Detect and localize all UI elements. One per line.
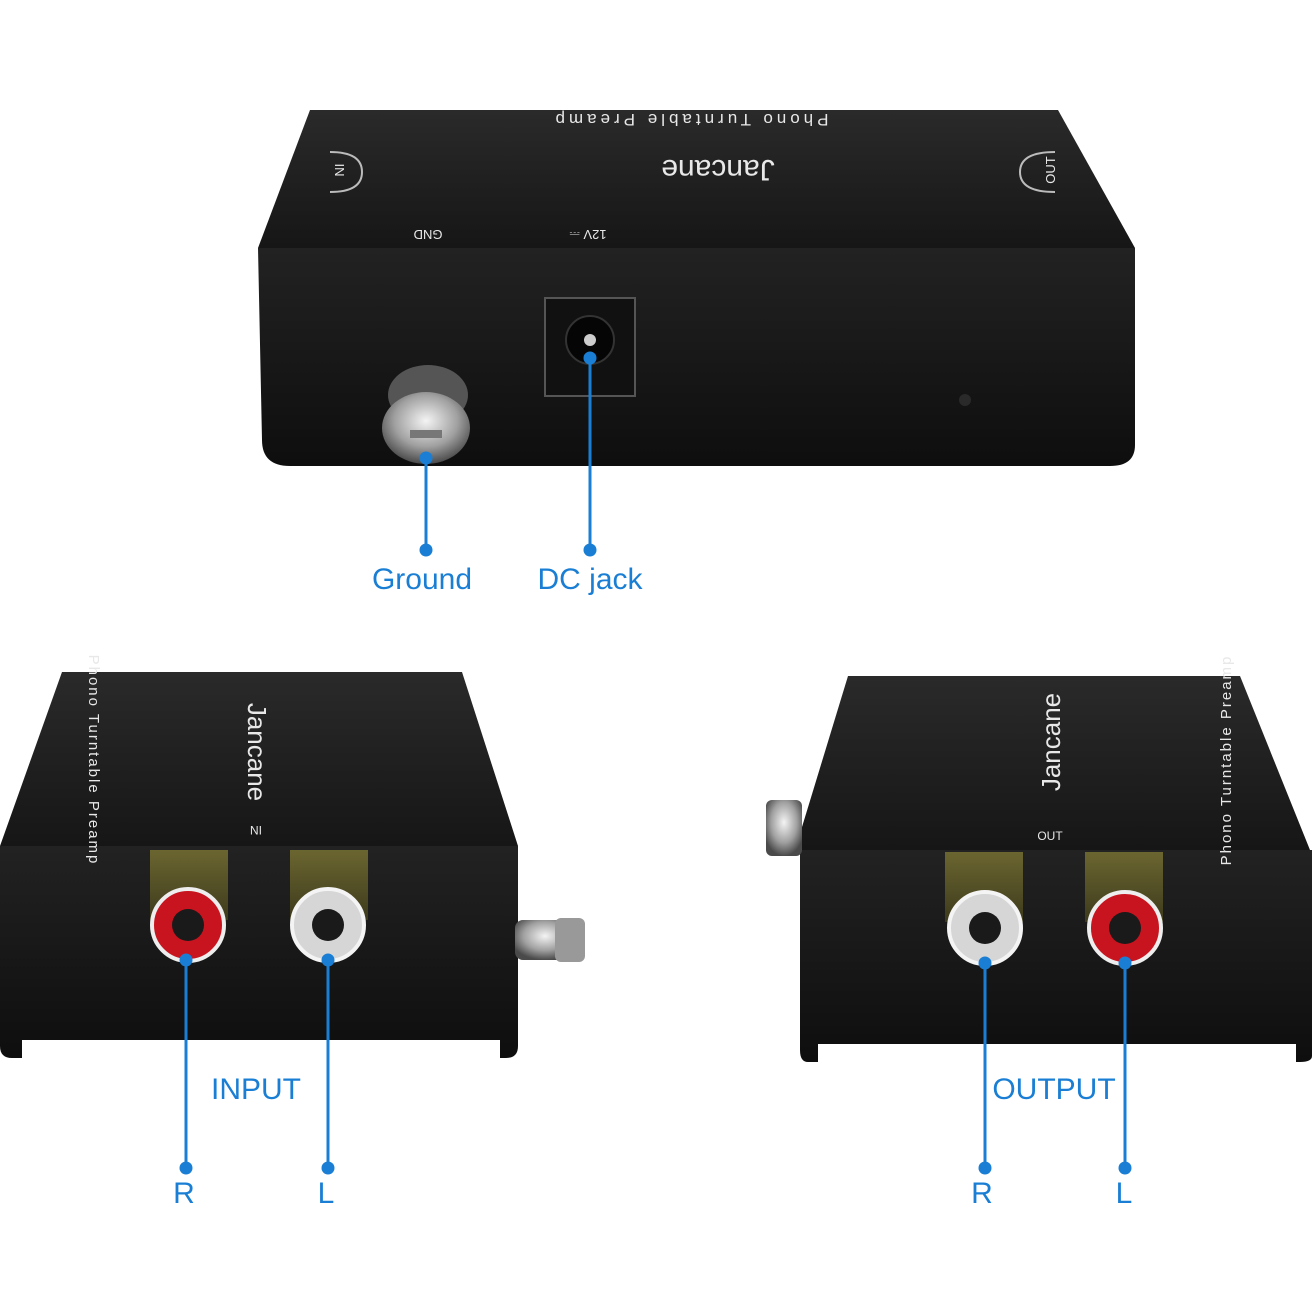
output-device-brand-logo: Jancane (1036, 693, 1066, 791)
output-device-model-text: Phono Turntable Preamp (1218, 655, 1235, 866)
callout-lines (179, 351, 1132, 1175)
ground-screw (382, 365, 470, 464)
top-device-gnd-label: GND (414, 227, 443, 242)
top-device: Phono Turntable Preamp Jancane GND 12V ⎓… (258, 110, 1135, 466)
input-device-in-label: IN (250, 823, 262, 837)
output-device-panel (800, 850, 1312, 1062)
top-device-lid (258, 110, 1135, 248)
output-rca-r-jack (1087, 890, 1163, 966)
output-label: OUTPUT (992, 1073, 1116, 1106)
dc-jack-label: DC jack (537, 563, 643, 596)
output-r-label: R (971, 1177, 993, 1210)
output-device: Phono Turntable Preamp Jancane OUT (766, 655, 1312, 1062)
top-device-out-label: OUT (1043, 156, 1058, 184)
top-device-back-panel (258, 248, 1135, 466)
output-device-out-label: OUT (1037, 829, 1063, 843)
input-device-panel (0, 846, 518, 1058)
output-ground-screw (766, 800, 802, 856)
input-device-lid (0, 672, 518, 846)
output-l-label: L (1115, 1177, 1133, 1210)
input-l-label: L (317, 1177, 335, 1210)
input-label: INPUT (211, 1073, 301, 1106)
input-rca-l-jack (290, 887, 366, 963)
ground-label: Ground (371, 563, 473, 596)
input-r-label: R (173, 1177, 195, 1210)
input-device-brand-logo: Jancane (242, 703, 272, 801)
input-device: Phono Turntable Preamp Jancane IN (0, 655, 585, 1058)
screw-hole (959, 394, 971, 406)
input-rca-r-jack (150, 887, 226, 963)
top-device-brand-logo: Jancane (661, 153, 774, 186)
input-device-model-text: Phono Turntable Preamp (85, 655, 102, 866)
output-device-lid (795, 676, 1310, 850)
input-ground-screw (515, 918, 585, 962)
top-device-power-label: 12V ⎓ (569, 227, 606, 242)
output-rca-l-jack (947, 890, 1023, 966)
top-device-model-text: Phono Turntable Preamp (551, 110, 828, 129)
top-device-in-label: IN (332, 164, 347, 177)
